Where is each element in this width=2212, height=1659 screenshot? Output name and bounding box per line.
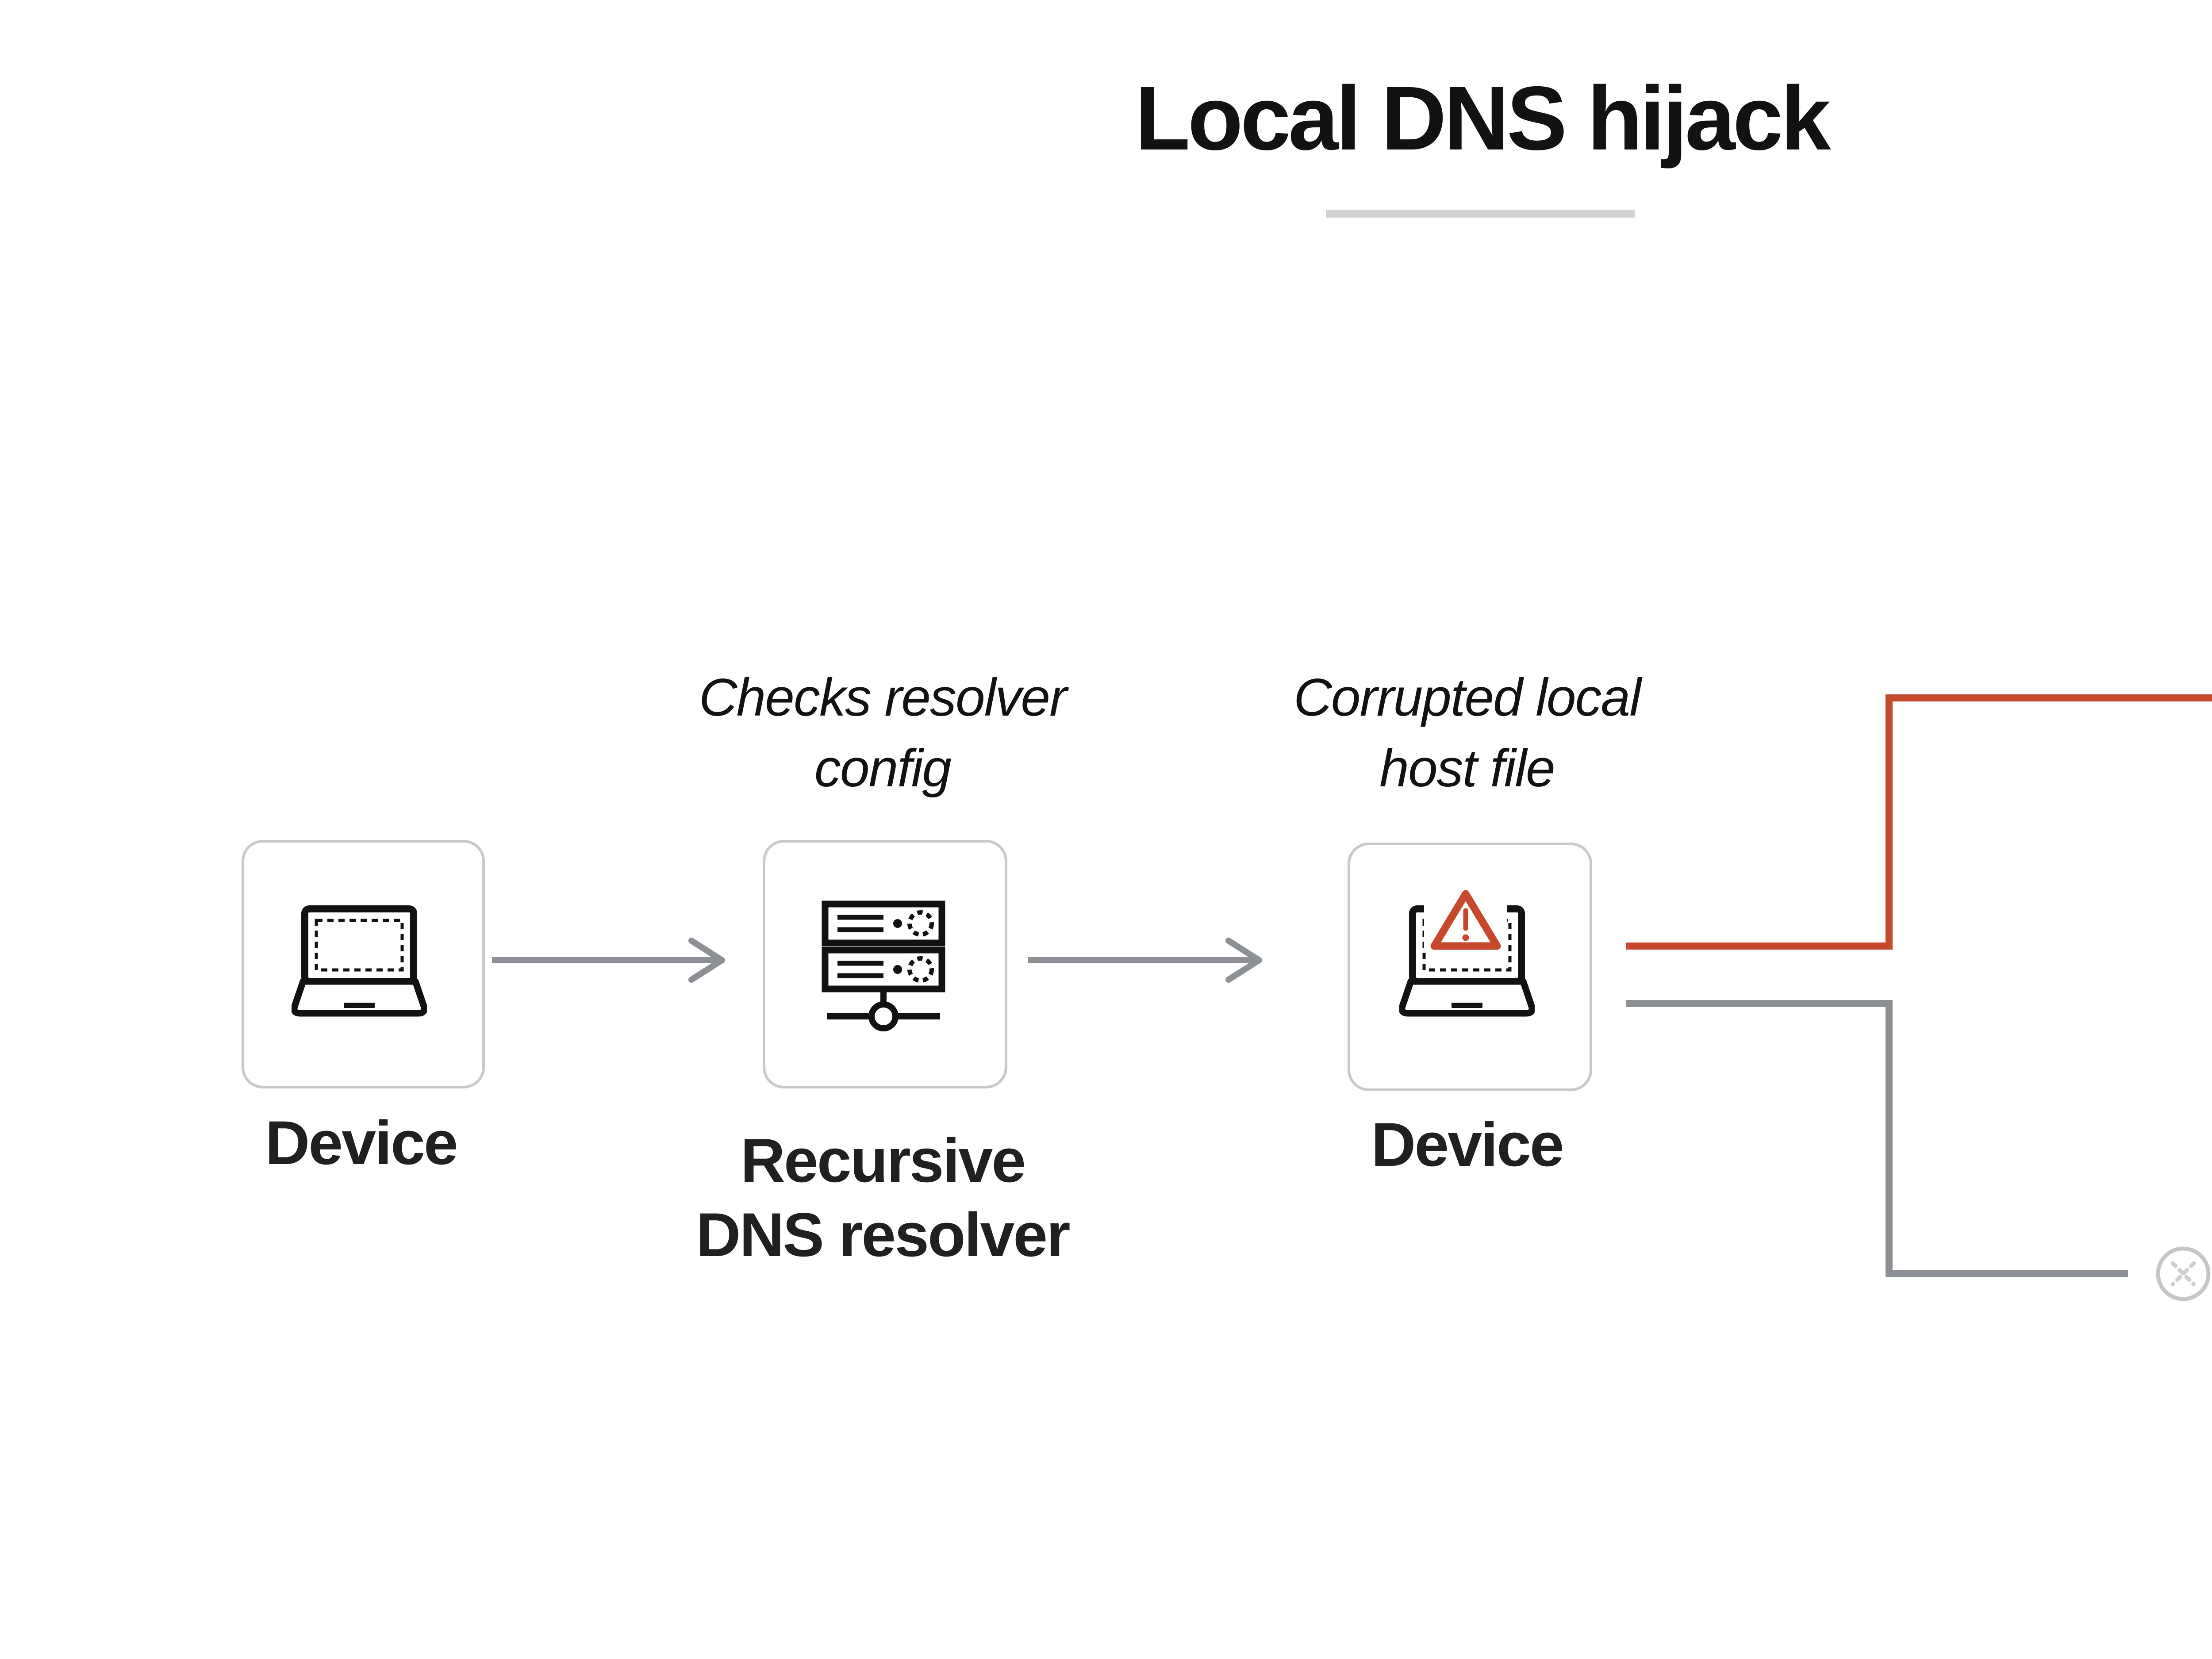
blocked-x-icon: [2156, 1246, 2211, 1301]
device-infected-label: Device: [1371, 1110, 1564, 1179]
laptop-warning-icon: [1399, 886, 1535, 1017]
hijack-route-arrow: [1626, 694, 2212, 950]
resolver-label: Recursive DNS resolver: [696, 1126, 1070, 1269]
blocked-route-line: [1626, 1000, 2128, 1277]
page-title: Local DNS hijack: [1135, 68, 1831, 169]
resolver-caption: Checks resolver config: [699, 668, 1067, 798]
title-underline-divider: [1326, 210, 1635, 218]
infected-device-caption: Corrupted local host file: [1294, 668, 1641, 798]
dns-resolver-icon: [822, 900, 945, 1031]
arrow-resolver-to-device: [1028, 938, 1262, 983]
device-left-label: Device: [265, 1108, 458, 1177]
laptop-icon: [292, 905, 427, 1017]
arrow-device-to-resolver: [492, 938, 725, 983]
